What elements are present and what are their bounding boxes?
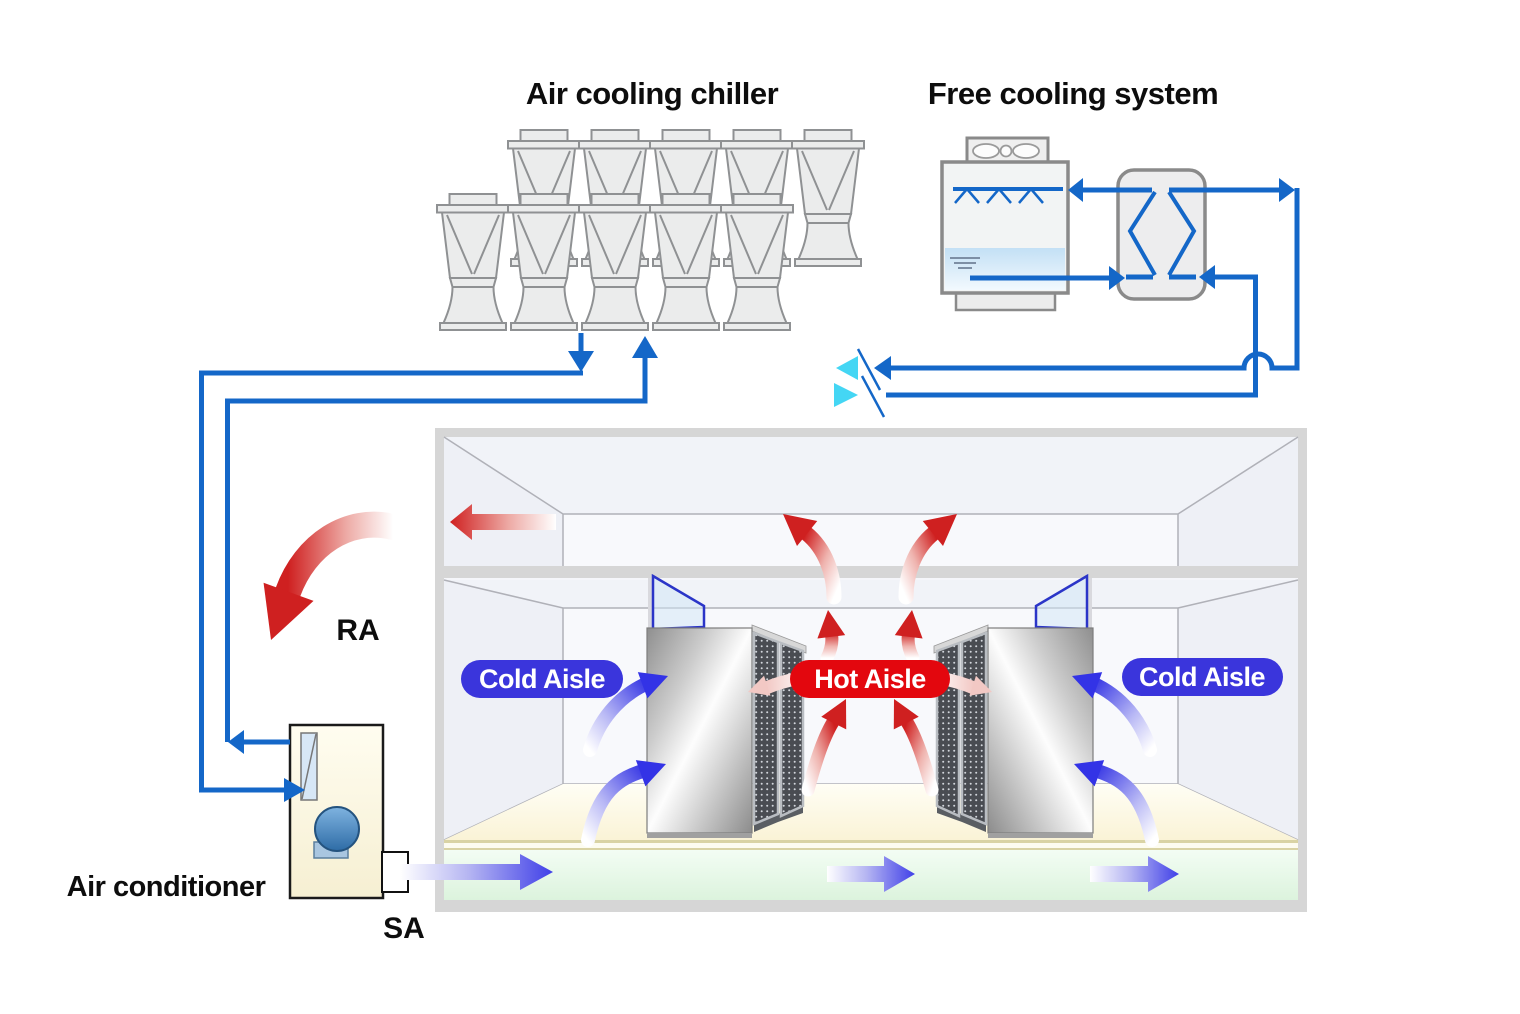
water-level-icon: [950, 257, 980, 269]
supply-air-label: SA: [383, 912, 425, 945]
supply-air-arrow: [827, 856, 915, 892]
supply-air-arrow: [1090, 856, 1179, 892]
hot-rise-arrow: [798, 525, 842, 605]
supply-air-arrow: [400, 854, 553, 890]
hot-rise-arrow: [898, 525, 942, 605]
air-cooling-chiller: [436, 129, 865, 331]
air-conditioner-label: Air conditioner: [67, 871, 266, 903]
raised-floor: [444, 784, 1298, 840]
cold-aisle-arrow: [583, 676, 655, 757]
hot-aisle-arrow: [900, 715, 939, 797]
cold-aisle-badge-left: [461, 660, 623, 698]
return-air-label: RA: [336, 614, 379, 647]
free-cooling-system: [940, 136, 1207, 312]
ceiling-divider: [444, 566, 1298, 578]
plenum-exhaust-arrow: [450, 504, 556, 540]
hot-aisle-badge: [790, 660, 950, 698]
aisle-badges: Cold Aisle Hot Aisle Cold Aisle: [461, 658, 1283, 698]
cold-aisle-arrow: [581, 763, 653, 847]
heat-exchanger-icon: [1116, 168, 1207, 301]
glass-partition-icon: [1034, 573, 1089, 631]
cold-aisle-label-right: Cold Aisle: [1139, 662, 1266, 692]
free-cooling-supply-pipe: [891, 188, 1300, 371]
cyan-break-arrow: [836, 356, 858, 380]
pipe-break-icon: [856, 348, 886, 418]
chiller-title: Air cooling chiller: [526, 76, 779, 111]
glass-partition-icon: [651, 573, 706, 631]
free-cooling-return-pipe: [886, 274, 1258, 398]
underfloor-airflow-arrows: [400, 854, 1179, 892]
ac-coil-icon: [300, 732, 318, 801]
cold-aisle-arrow: [1087, 763, 1159, 847]
cold-aisle-badge-right: [1122, 658, 1283, 696]
hot-aisle-label: Hot Aisle: [814, 664, 926, 694]
fan-icon: [965, 136, 1050, 166]
heat-exchanger-plates: [1127, 190, 1197, 276]
pipe-arrowheads: [228, 178, 1295, 802]
pipes: [199, 187, 1300, 793]
plenum-lines: [443, 436, 1299, 566]
chilled-return-pipe: [225, 358, 648, 742]
free-cooling-title: Free cooling system: [928, 76, 1218, 111]
ac-fan-icon: [313, 806, 360, 859]
air-conditioner-unit: [288, 723, 409, 900]
return-air-arrow: [275, 511, 406, 605]
chilled-supply-pipe: [199, 370, 583, 793]
cold-aisle-label-left: Cold Aisle: [479, 664, 606, 694]
hot-aisle-arrow: [801, 715, 840, 797]
cold-aisle-arrow: [1085, 676, 1157, 757]
airflow-arrows: [246, 501, 1159, 847]
spray-nozzle-icon: [954, 188, 1044, 204]
cyan-break-arrow: [834, 383, 858, 407]
cooling-tower-icon: [436, 129, 865, 331]
